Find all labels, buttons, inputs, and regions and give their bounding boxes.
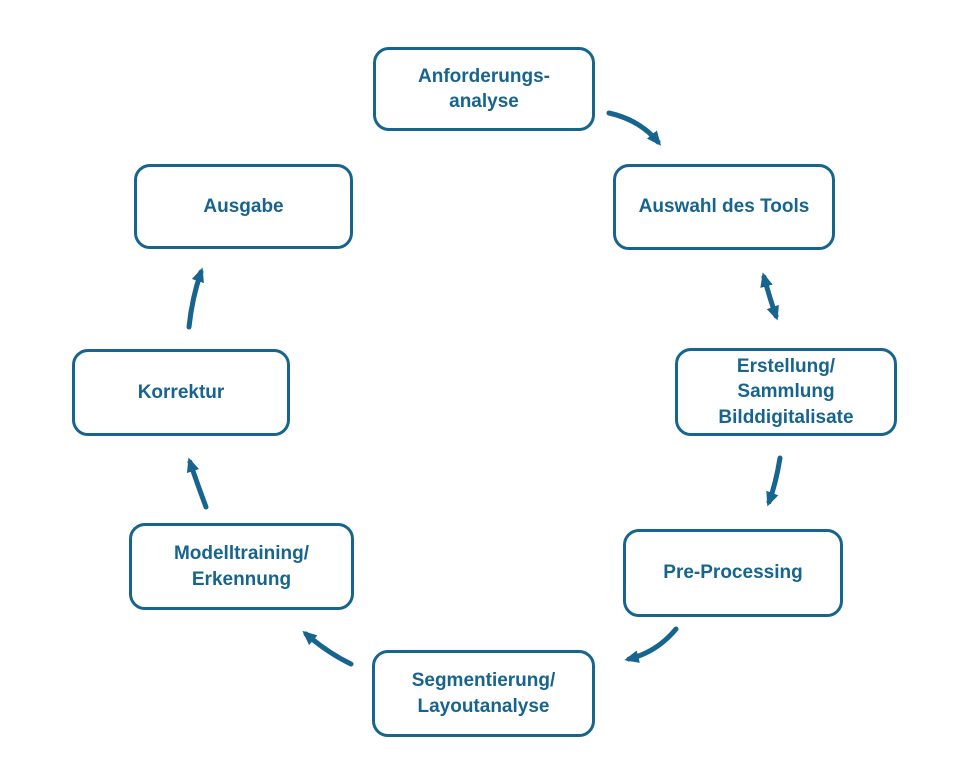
arrow-anforderungsanalyse-to-auswahl (606, 110, 662, 146)
arrow-segmentierung-to-modelltraining (302, 630, 354, 667)
arrow-korrektur-to-ausgabe (186, 267, 204, 330)
node-ausgabe: Ausgabe (134, 164, 353, 249)
node-ausgabe-label: Ausgabe (203, 195, 284, 217)
node-anforderungsanalyse: Anforderungs- analyse (373, 47, 595, 131)
node-modelltraining-erkennung-label: Modelltraining/ Erkennung (173, 543, 310, 590)
arrow-erstellung-to-preprocessing (766, 455, 783, 507)
node-modelltraining-erkennung: Modelltraining/ Erkennung (129, 523, 354, 610)
node-pre-processing-label: Pre-Processing (663, 562, 803, 584)
arrow-preprocessing-to-segmentierung (624, 626, 679, 663)
arrow-modelltraining-to-korrektur (186, 457, 209, 510)
node-erstellung-sammlung-bilddigitalisate-label: Erstellung/ Sammlung Bilddigitalisate (718, 356, 854, 428)
node-korrektur: Korrektur (72, 349, 290, 436)
node-auswahl-des-tools-label: Auswahl des Tools (638, 196, 810, 218)
node-korrektur-label: Korrektur (137, 381, 225, 403)
node-pre-processing: Pre-Processing (623, 529, 843, 617)
arrow-auswahl-to-erstellung-double (760, 272, 779, 321)
node-segmentierung-layoutanalyse: Segmentierung/ Layoutanalyse (372, 650, 595, 737)
node-anforderungsanalyse-label: Anforderungs- analyse (418, 65, 550, 112)
node-auswahl-des-tools: Auswahl des Tools (613, 164, 835, 250)
node-erstellung-sammlung-bilddigitalisate: Erstellung/ Sammlung Bilddigitalisate (675, 348, 897, 436)
node-segmentierung-layoutanalyse-label: Segmentierung/ Layoutanalyse (411, 670, 556, 717)
